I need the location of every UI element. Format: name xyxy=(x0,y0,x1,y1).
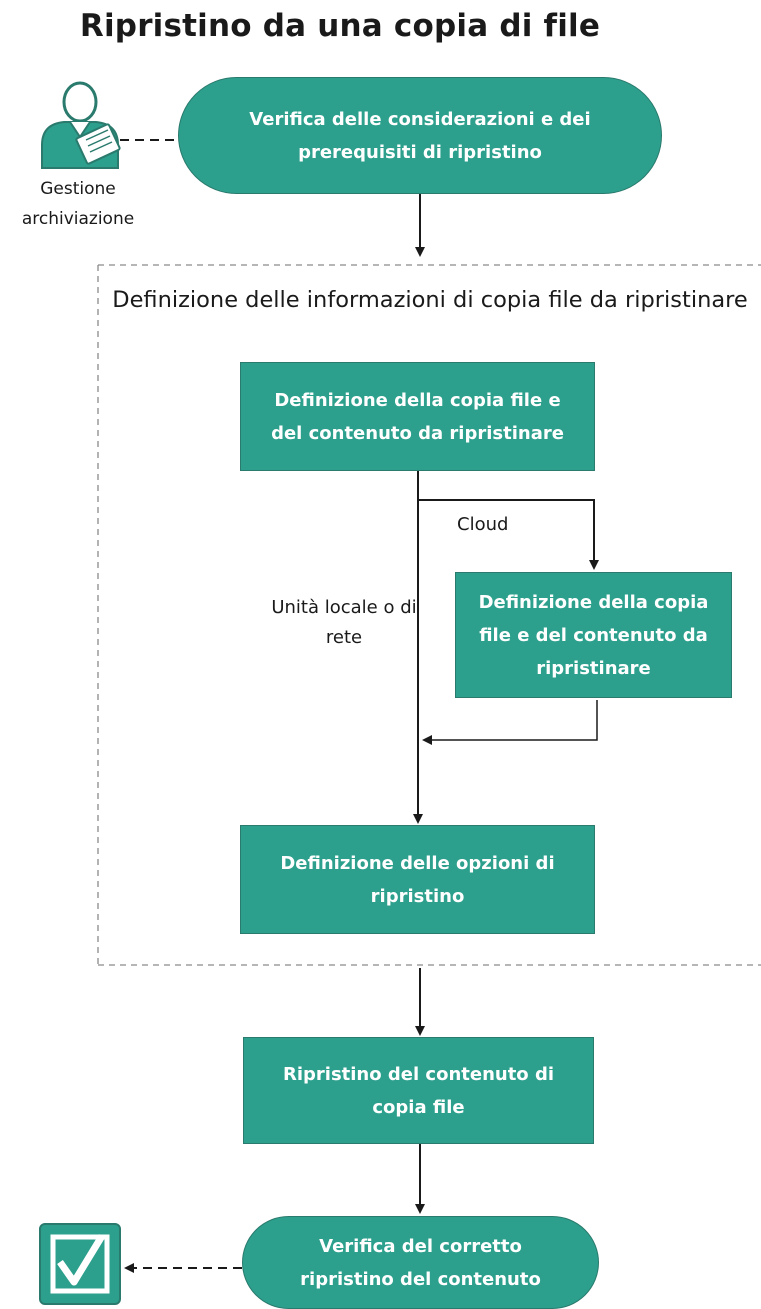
step-define-copy-label: Definizione della copia file e del conte… xyxy=(271,389,564,444)
step-verify-label: Verifica del corretto ripristino del con… xyxy=(300,1235,541,1290)
checkmark-icon xyxy=(39,1223,121,1305)
step-define-cloud-label: Definizione della copia file e del conte… xyxy=(478,591,709,679)
page-title: Ripristino da una copia di file xyxy=(79,8,601,44)
group-boundary xyxy=(97,264,761,966)
step-verify: Verifica del corretto ripristino del con… xyxy=(242,1216,599,1309)
step-define-options-label: Definizione delle opzioni di ripristino xyxy=(280,852,555,907)
actor-label: Gestione archiviazione xyxy=(21,179,135,229)
step-review-label: Verifica delle considerazioni e dei prer… xyxy=(249,108,591,163)
arrow-cloud-return xyxy=(422,700,598,745)
group-title: Definizione delle informazioni di copia … xyxy=(112,287,748,313)
step-restore-label: Ripristino del contenuto di copia file xyxy=(282,1063,554,1118)
step-define-cloud: Definizione della copia file e del conte… xyxy=(455,572,732,698)
arrow-cloud-branch xyxy=(418,499,599,570)
branch-cloud-label: Cloud xyxy=(457,514,509,535)
storage-manager-icon xyxy=(41,81,121,169)
step-define-copy: Definizione della copia file e del conte… xyxy=(240,362,595,471)
step-define-options: Definizione delle opzioni di ripristino xyxy=(240,825,595,934)
step-review: Verifica delle considerazioni e dei prer… xyxy=(178,77,662,194)
step-restore: Ripristino del contenuto di copia file xyxy=(243,1037,594,1144)
branch-local-label: Unità locale o di rete xyxy=(271,597,417,648)
